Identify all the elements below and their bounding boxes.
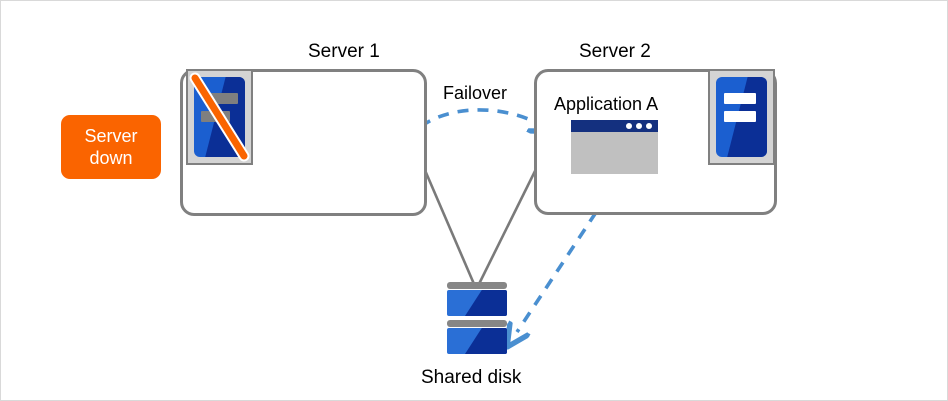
- server1-icon-bar-1: [209, 93, 238, 104]
- shared-disk-label: Shared disk: [421, 367, 522, 388]
- connector-server2-to-disk: [477, 160, 542, 285]
- disk-top-cap: [447, 282, 507, 289]
- server-healthy-icon: [708, 69, 775, 165]
- disk-top-shade: [465, 290, 507, 316]
- application-window-titlebar: [571, 120, 658, 132]
- status-badge-server-down: Server down: [61, 115, 161, 179]
- window-dot-2: [636, 123, 642, 129]
- server1-title: Server 1: [308, 41, 380, 62]
- failover-arrow-icon: [405, 108, 537, 143]
- disk-bottom-cap: [447, 320, 507, 327]
- application-window-icon: [571, 120, 658, 174]
- server-failed-icon: [186, 69, 253, 165]
- server2-title: Server 2: [579, 41, 651, 62]
- disk-top-body: [447, 290, 507, 316]
- failover-label: Failover: [443, 83, 508, 103]
- connector-server1-to-disk: [419, 160, 476, 285]
- disk-unit-top: [447, 282, 507, 316]
- shared-disk-icon: [447, 282, 507, 357]
- badge-line-2: down: [89, 148, 133, 168]
- server1-icon-bar-2: [201, 110, 230, 122]
- window-dot-1: [626, 123, 632, 129]
- disk-unit-bottom: [447, 320, 507, 354]
- application-label: Application A: [554, 94, 659, 114]
- disk-bottom-shade: [465, 328, 507, 354]
- window-dot-3: [646, 123, 652, 129]
- server2-icon-bar-2: [724, 110, 756, 122]
- badge-line-1: Server: [84, 125, 138, 146]
- server2-icon-bar-1: [724, 93, 756, 104]
- disk-bottom-body: [447, 328, 507, 354]
